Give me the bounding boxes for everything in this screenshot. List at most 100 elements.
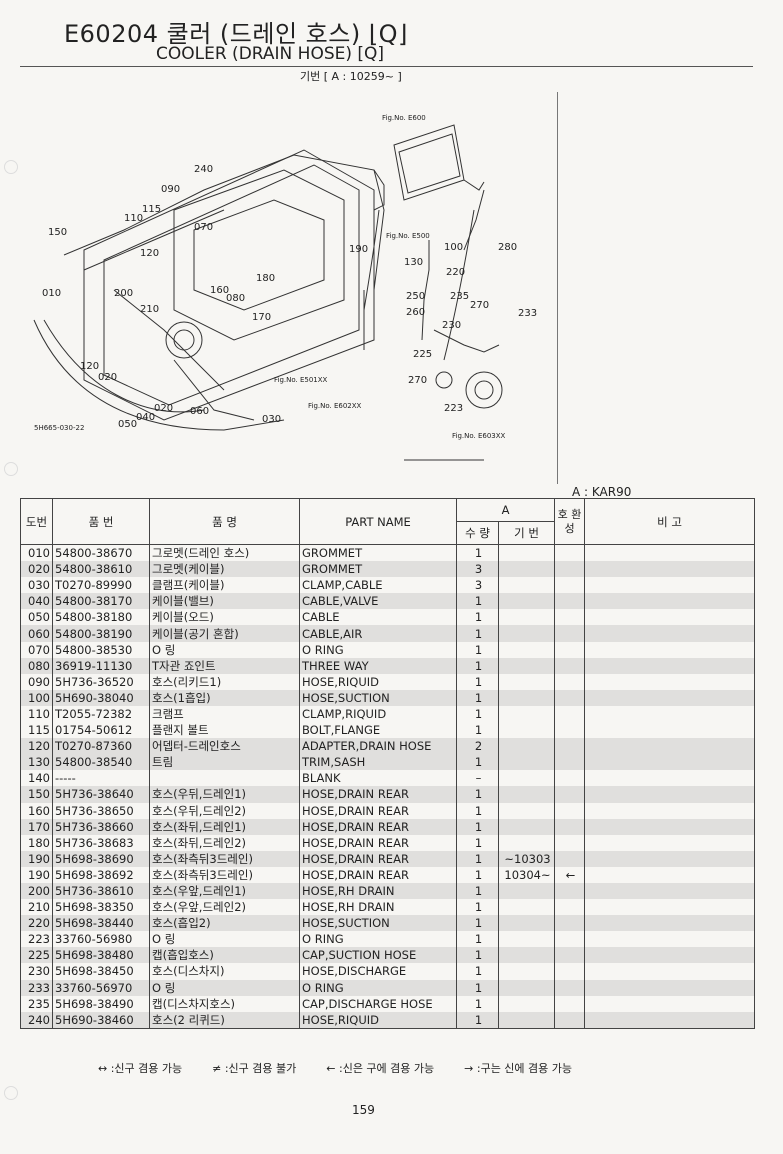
serial-cell	[498, 931, 555, 948]
korean-name-cell: 케이블(공기 혼합)	[149, 625, 300, 642]
ref-no-cell: 170	[20, 818, 53, 835]
quantity-cell: 1	[456, 786, 499, 803]
ref-no-cell: 223	[20, 931, 53, 948]
serial-cell	[498, 882, 555, 900]
ref-no-cell: 225	[20, 947, 53, 964]
quantity-cell: 1	[456, 995, 499, 1012]
quantity-cell: 1	[456, 882, 499, 900]
svg-text:030: 030	[262, 414, 281, 425]
remarks-cell	[584, 834, 755, 851]
svg-text:070: 070	[194, 222, 213, 233]
part-number-cell: 5H736-36520	[52, 673, 150, 690]
korean-name-cell: 호스(좌측뒤3드레인)	[149, 850, 300, 867]
part-number-cell: 5H698-38350	[52, 899, 150, 916]
remarks-cell	[584, 609, 755, 626]
korean-name-cell: 플랜지 볼트	[149, 722, 300, 739]
korean-name-cell: 트림	[149, 754, 300, 771]
svg-text:220: 220	[446, 267, 465, 278]
remarks-cell	[584, 866, 755, 883]
remarks-cell	[584, 673, 755, 690]
serial-cell	[498, 593, 555, 610]
part-number-cell: 54800-38540	[52, 754, 150, 771]
part-name-cell: TRIM,SASH	[299, 754, 457, 771]
serial-cell	[498, 577, 555, 594]
ref-no-cell: 040	[20, 593, 53, 610]
interchange-cell	[554, 544, 585, 562]
interchange-cell	[554, 609, 585, 626]
remarks-cell	[584, 722, 755, 739]
serial-cell	[498, 609, 555, 626]
remarks-cell	[584, 641, 755, 658]
quantity-cell: 1	[456, 673, 499, 690]
interchange-cell	[554, 561, 585, 578]
quantity-cell: 1	[456, 754, 499, 771]
quantity-cell: 1	[456, 609, 499, 626]
part-name-cell: O RING	[299, 979, 457, 996]
part-name-cell: CLAMP,RIQUID	[299, 705, 457, 723]
korean-name-cell: 호스(우뒤,드레인2)	[149, 802, 300, 819]
ref-no-cell: 150	[20, 786, 53, 803]
korean-name-cell: 크램프	[149, 705, 300, 723]
quantity-cell: 1	[456, 641, 499, 658]
legend-item: ← :신은 구에 겸용 가능	[326, 1062, 435, 1075]
diagram-code: 5H665-030-22	[34, 424, 84, 432]
interchange-cell	[554, 1011, 585, 1029]
part-number-cell: T2055-72382	[52, 705, 150, 723]
serial-cell	[498, 673, 555, 690]
quantity-cell: 1	[456, 947, 499, 964]
svg-text:223: 223	[444, 403, 463, 414]
part-number-cell: 5H698-38450	[52, 963, 150, 980]
binder-hole	[4, 1086, 18, 1100]
korean-name-cell: 그로멧(드레인 호스)	[149, 544, 300, 562]
part-name-cell: CAP,DISCHARGE HOSE	[299, 995, 457, 1012]
ref-no-cell: 130	[20, 754, 53, 771]
ref-no-cell: 140	[20, 770, 53, 787]
part-name-cell: O RING	[299, 641, 457, 658]
title-divider	[20, 66, 753, 67]
serial-cell	[498, 657, 555, 674]
ref-no-cell: 090	[20, 673, 53, 690]
svg-text:190: 190	[349, 244, 368, 255]
part-name-cell: CLAMP,CABLE	[299, 577, 457, 594]
legend-item: ≠ :신구 겸용 불가	[212, 1062, 297, 1075]
korean-name-cell: 호스(우뒤,드레인1)	[149, 786, 300, 803]
quantity-cell: 1	[456, 593, 499, 610]
remarks-cell	[584, 979, 755, 996]
quantity-cell: –	[456, 770, 499, 787]
quantity-cell: 1	[456, 834, 499, 851]
serial-cell	[498, 899, 555, 916]
svg-text:225: 225	[413, 349, 432, 360]
korean-name-cell: 호스(리키드1)	[149, 673, 300, 690]
interchange-cell	[554, 738, 585, 755]
svg-text:235: 235	[450, 291, 469, 302]
part-name-cell: HOSE,SUCTION	[299, 915, 457, 932]
quantity-cell: 3	[456, 561, 499, 578]
quantity-cell: 1	[456, 802, 499, 819]
part-number-cell: 54800-38670	[52, 544, 150, 562]
remarks-cell	[584, 705, 755, 723]
part-number-cell: T0270-89990	[52, 577, 150, 594]
korean-name-cell: 클램프(케이블)	[149, 577, 300, 594]
quantity-cell: 1	[456, 1011, 499, 1029]
serial-cell	[498, 963, 555, 980]
interchange-cell	[554, 995, 585, 1012]
serial-cell	[498, 915, 555, 932]
page-title-korean: E60204 쿨러 (드레인 호스) ⌊Q⌋	[64, 20, 408, 48]
interchange-cell	[554, 786, 585, 803]
fig-ref-label: Fig.No. E600	[382, 114, 426, 122]
part-number-cell: 36919-11130	[52, 657, 150, 674]
header-part-no: 품 번	[52, 498, 150, 545]
svg-text:270: 270	[408, 375, 427, 386]
quantity-cell: 1	[456, 931, 499, 948]
korean-name-cell: T자관 죠인트	[149, 657, 300, 674]
interchange-cell: ←	[554, 866, 585, 883]
